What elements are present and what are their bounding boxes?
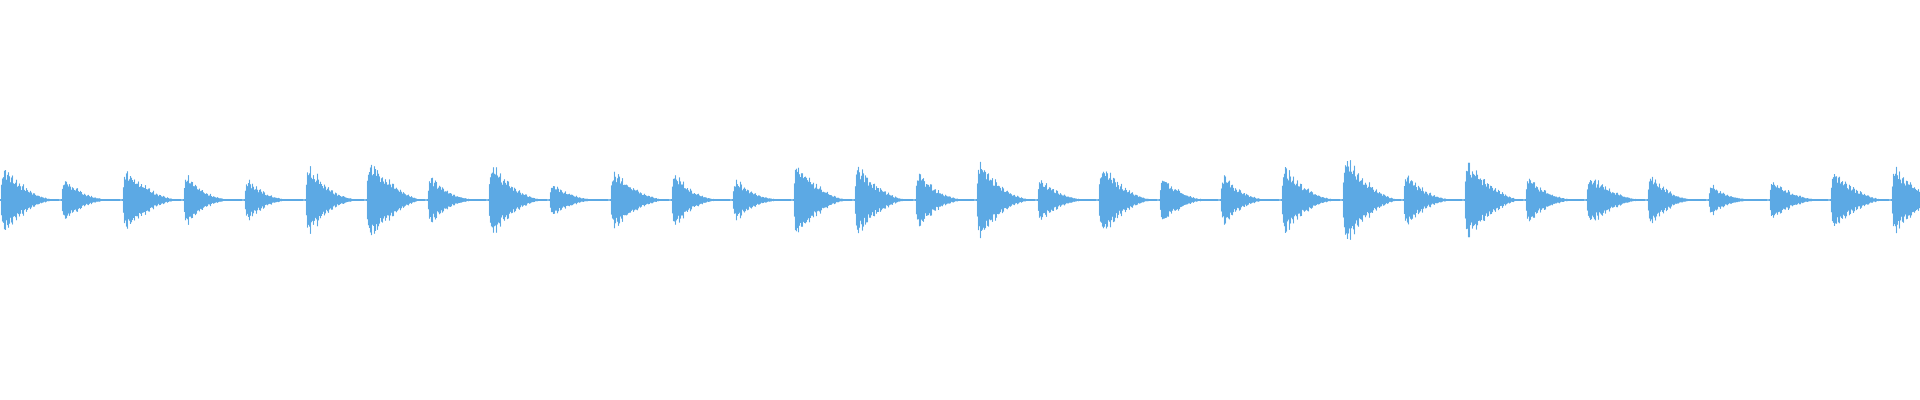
waveform-transient-path — [1219, 175, 1280, 225]
waveform-transient-path — [1585, 179, 1646, 221]
waveform-transient — [548, 186, 609, 214]
waveform-transient — [121, 171, 182, 229]
waveform-transient — [1829, 174, 1890, 226]
waveform-transient-path — [1036, 180, 1097, 220]
waveform-transient-path — [365, 164, 426, 236]
waveform-transient — [1585, 179, 1646, 221]
waveform-transient-path — [1280, 167, 1341, 233]
waveform-transient-path — [304, 166, 365, 234]
waveform-transient-path — [670, 175, 731, 225]
waveform-transient — [1890, 166, 1920, 234]
waveform-transient-path — [792, 167, 853, 233]
waveform-transient-path — [1097, 171, 1158, 229]
waveform-transient-path — [914, 173, 975, 227]
waveform-transient-path — [1829, 174, 1890, 226]
waveform-transient — [365, 164, 426, 236]
waveform-transient — [1524, 178, 1585, 222]
waveform-transient-path — [1463, 162, 1524, 238]
waveform-transient — [1646, 176, 1707, 224]
waveform-transient — [304, 166, 365, 234]
waveform-transient — [1463, 162, 1524, 238]
waveform-transient-path — [243, 179, 304, 221]
waveform-transient — [243, 179, 304, 221]
waveform-transient-path — [548, 186, 609, 214]
waveform-transient — [731, 179, 792, 221]
waveform-transient-path — [1646, 176, 1707, 224]
waveform-transient — [1036, 180, 1097, 220]
waveform-transient — [914, 173, 975, 227]
waveform-transient-path — [1524, 178, 1585, 222]
waveform-transient-path — [609, 171, 670, 229]
waveform-transient-path — [1158, 180, 1219, 220]
waveform-transient-path — [1707, 184, 1768, 216]
waveform-transient — [1402, 175, 1463, 225]
waveform-transient — [1280, 167, 1341, 233]
waveform-transient-path — [1341, 160, 1402, 240]
waveform-transient — [792, 167, 853, 233]
waveform-transient — [1158, 180, 1219, 220]
waveform-transient — [1707, 184, 1768, 216]
waveform-transient-path — [853, 166, 914, 234]
waveform-transient — [182, 175, 243, 225]
waveform-transient-path — [182, 175, 243, 225]
waveform-transient — [487, 167, 548, 233]
waveform-transient — [426, 177, 487, 223]
waveform-transient — [1341, 160, 1402, 240]
waveform-transient — [0, 170, 60, 230]
waveform-transient-path — [0, 170, 60, 230]
waveform-transient-path — [975, 161, 1036, 239]
waveform-transient — [853, 166, 914, 234]
waveform-transient — [609, 171, 670, 229]
waveform-transient — [975, 161, 1036, 239]
waveform-transient-path — [60, 181, 121, 219]
waveform-transient-path — [426, 177, 487, 223]
waveform-transient-path — [1402, 175, 1463, 225]
waveform-transient-path — [731, 179, 792, 221]
waveform-transient — [1768, 182, 1829, 218]
waveform-transient-path — [1890, 166, 1920, 234]
waveform-transient — [1097, 171, 1158, 229]
waveform-transient-path — [1768, 182, 1829, 218]
waveform-transient-path — [121, 171, 182, 229]
waveform-transient — [1219, 175, 1280, 225]
waveform-transient — [670, 175, 731, 225]
waveform-transient-path — [487, 167, 548, 233]
waveform-transient — [60, 181, 121, 219]
